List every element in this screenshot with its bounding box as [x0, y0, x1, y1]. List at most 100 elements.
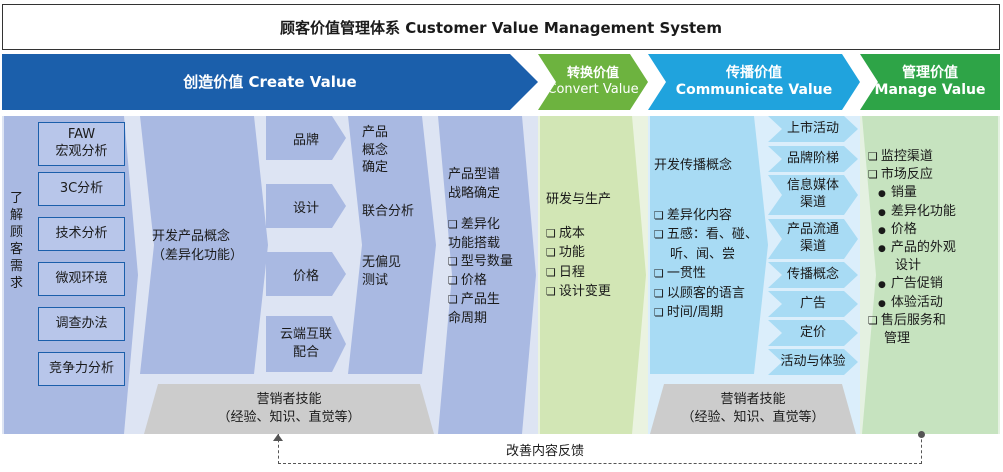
feedback-loop-line: [278, 434, 922, 464]
lineup-title1: 产品型谱: [448, 167, 501, 182]
convert-title: 研发与生产: [546, 192, 612, 207]
manage-sub-events: 体验活动: [868, 294, 996, 312]
concept-item-brand: 品牌: [266, 116, 346, 160]
manage-sales-text: 销量: [890, 185, 917, 201]
understand-needs-label: 了解顾客需求: [10, 191, 24, 291]
convert-function-text: 功能: [558, 245, 585, 260]
manage-market-text: 市场反应: [880, 167, 933, 183]
marketer-skill-communicate: 营销者技能 （经验、知识、直觉等）: [650, 384, 856, 434]
concept-confirm-line3: 确定: [362, 160, 389, 176]
cloud-line1: 云端互联: [279, 327, 332, 343]
comm-consistency-text: 一贯性: [666, 266, 706, 281]
feedback-label: 改善内容反馈: [480, 440, 610, 460]
manage-en: Manage Value: [874, 82, 986, 98]
unbiased-test: 无偏见 测试: [362, 254, 432, 290]
convert-item-design-change: 设计变更: [546, 282, 638, 302]
lineup-text: 产品型谱 战略确定 差异化 功能搭载 型号数量 价格 产品生 命周期: [448, 166, 532, 329]
manage-after2: 管理: [884, 330, 911, 346]
communicate-value-banner: 传播价值 Communicate Value: [648, 54, 860, 110]
manage-cn: 管理价值: [902, 64, 958, 81]
comm-media1: 信息媒体: [786, 178, 839, 194]
communicate-en: Communicate Value: [675, 82, 833, 98]
concept-item-cloud: 云端互联 配合: [266, 316, 346, 372]
lineup-price-text: 价格: [460, 273, 487, 289]
comm-media2: 渠道: [799, 195, 826, 210]
comm-item-five-senses: 五感：看、碰、: [654, 225, 762, 245]
comm-item-timing: 时间/周期: [654, 303, 762, 323]
manage-sub-price: 价格: [868, 221, 996, 239]
convert-item-cost: 成本: [546, 224, 638, 244]
convert-schedule-text: 日程: [558, 264, 585, 280]
manage-item-monitor: 监控渠道: [868, 148, 996, 166]
convert-en: Convert Value: [547, 82, 639, 97]
concept-item-design: 设计: [266, 184, 346, 228]
feedback-arrow-icon: [273, 434, 283, 441]
manage-sub-sales: 销量: [868, 184, 996, 202]
comm-flow1: 产品流通: [786, 222, 839, 238]
communicate-cn: 传播价值: [726, 64, 782, 81]
concept-confirm-text: 产品 概念 确定: [362, 124, 432, 177]
comm-item-customer-language: 以顾客的语言: [654, 284, 762, 304]
develop-concept-text: 开发产品概念 （差异化功能）: [152, 228, 262, 266]
manage-sub-ads: 广告促销: [868, 275, 996, 293]
manage-value-banner: 管理价值 Manage Value: [860, 54, 1000, 110]
convert-item-function: 功能: [546, 243, 638, 263]
comm-item-diff: 差异化内容: [654, 206, 762, 226]
develop-concept-line2: （差异化功能）: [152, 247, 244, 263]
comm-language-text: 以顾客的语言: [666, 285, 745, 301]
concept-confirm-column: [348, 116, 436, 374]
lineup-diff1: 差异化: [460, 216, 500, 232]
analysis-item-survey: 调查办法: [38, 307, 125, 341]
develop-concept-column: [140, 116, 268, 374]
feedback-dot-icon: [918, 431, 925, 438]
develop-concept-line1: 开发产品概念: [152, 229, 231, 244]
comm-side-distribution: 产品流通 渠道: [768, 219, 858, 259]
lineup-item-diff: 差异化: [448, 216, 532, 235]
manage-price-text: 价格: [890, 221, 917, 237]
marketer-skill-comm-line1: 营销者技能: [720, 391, 786, 407]
lineup-item-models: 型号数量: [448, 253, 532, 272]
comm-side-brand-ladder: 品牌阶梯: [768, 146, 858, 172]
concept-confirm-line1: 产品: [362, 125, 389, 140]
comm-timing-text: 时间/周期: [666, 305, 724, 320]
system-title: 顾客价值管理体系 Customer Value Management Syste…: [2, 4, 1000, 50]
lineup-title2: 战略确定: [448, 185, 501, 201]
cloud-line2: 配合: [292, 345, 319, 360]
manage-look2: 设计: [895, 258, 922, 274]
communicate-concept-column: [650, 116, 768, 374]
create-en: Create Value: [248, 72, 357, 91]
comm-flow2: 渠道: [799, 239, 826, 254]
comm-side-ads: 广告: [768, 291, 858, 317]
unbiased-test-line2: 测试: [362, 273, 389, 289]
comm-side-events: 活动与体验: [768, 349, 858, 375]
manage-ads-text: 广告促销: [890, 276, 943, 292]
manage-item-market: 市场反应: [868, 166, 996, 184]
manage-look1: 产品的外观: [890, 239, 956, 255]
system-title-text: 顾客价值管理体系 Customer Value Management Syste…: [280, 18, 722, 37]
comm-side-launch: 上市活动: [768, 116, 858, 142]
comm-item-consistency: 一贯性: [654, 264, 762, 284]
convert-value-banner: 转换价值 Convert Value: [538, 54, 648, 110]
marketer-skill-create-line1: 营销者技能: [256, 391, 322, 407]
convert-design-change-text: 设计变更: [558, 284, 611, 299]
manage-monitor-text: 监控渠道: [880, 149, 933, 164]
marketer-skill-comm-line2: （经验、知识、直觉等）: [681, 410, 825, 425]
faw-line2: 宏观分析: [55, 144, 108, 159]
manage-diff-text: 差异化功能: [890, 203, 956, 219]
communicate-text: 开发传播概念 差异化内容 五感：看、碰、 听、闻、尝 一贯性 以顾客的语言 时间…: [654, 156, 762, 323]
lineup-diff2: 功能搭载: [448, 235, 501, 251]
comm-side-pricing: 定价: [768, 320, 858, 346]
convert-text: 研发与生产 成本 功能 日程 设计变更: [546, 190, 638, 302]
lineup-life2: 命周期: [448, 310, 488, 326]
lineup-item-life: 产品生: [448, 291, 532, 310]
convert-cn: 转换价值: [566, 65, 619, 81]
manage-sub-look: 产品的外观: [868, 239, 996, 257]
unbiased-test-line1: 无偏见: [362, 255, 402, 270]
comm-side-media: 信息媒体 渠道: [768, 175, 858, 215]
concept-item-price: 价格: [266, 252, 346, 296]
concept-confirm-line2: 概念: [362, 142, 389, 158]
analysis-item-faw: FAW 宏观分析: [38, 122, 125, 166]
faw-line1: FAW: [67, 127, 96, 143]
analysis-item-tech: 技术分析: [38, 217, 125, 251]
analysis-item-micro: 微观环境: [38, 262, 125, 296]
